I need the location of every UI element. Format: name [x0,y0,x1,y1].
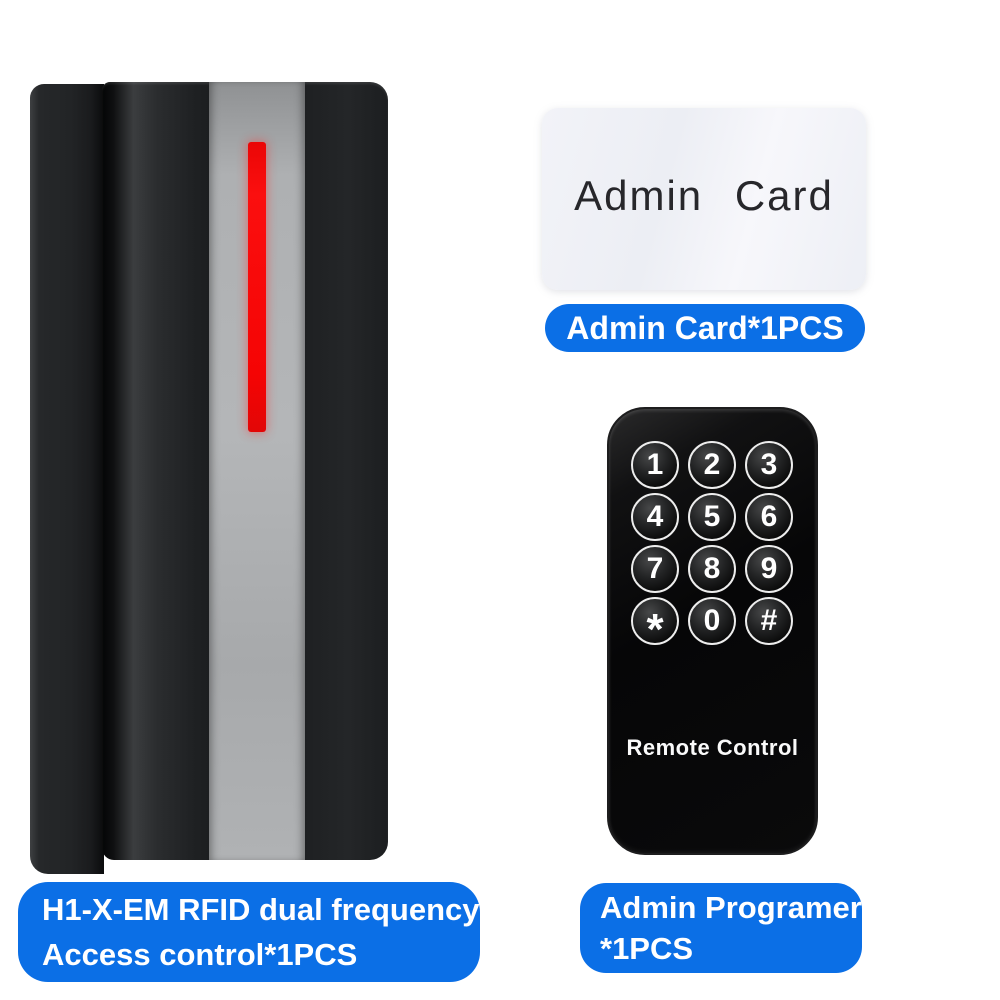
remote-keypad: 1 2 3 4 5 6 7 8 9 * 0 # [631,441,793,652]
remote-key-hash: # [745,597,793,645]
reader-card-swipe-stripe [209,82,305,860]
remote-key-5: 5 [688,493,736,541]
remote-control: 1 2 3 4 5 6 7 8 9 * 0 # Remote Control [607,407,818,855]
remote-brand-text: Remote Control [626,735,799,760]
remote-key-hash-glyph: # [760,604,778,637]
remote-key-1-glyph: 1 [646,448,664,481]
reader-label-line1: H1-X-EM RFID dual frequency [42,892,480,927]
remote-key-4-glyph: 4 [646,500,664,533]
remote-key-0: 0 [688,597,736,645]
remote-key-1: 1 [631,441,679,489]
remote-key-6: 6 [745,493,793,541]
remote-key-star: * [631,597,679,652]
remote-key-9-glyph: 9 [760,552,778,585]
reader-side-panel [30,84,104,874]
remote-key-2-glyph: 2 [703,448,721,481]
admin-card: Admin Card [542,108,866,290]
remote-key-9: 9 [745,545,793,593]
remote-key-8-glyph: 8 [703,552,721,585]
remote-label-line2: *1PCS [600,931,694,966]
remote-key-3-glyph: 3 [760,448,778,481]
reader-led-indicator [248,142,266,432]
remote-key-0-glyph: 0 [703,604,721,637]
remote-key-5-glyph: 5 [703,500,721,533]
admin-card-label: Admin Card*1PCS [545,304,865,352]
remote-key-7-glyph: 7 [646,552,664,585]
remote-key-2: 2 [688,441,736,489]
remote-key-star-glyph: * [646,605,664,654]
remote-key-3: 3 [745,441,793,489]
admin-card-print: Admin Card [574,172,834,219]
reader-label-line2: Access control*1PCS [42,937,358,972]
reader-label: H1-X-EM RFID dual frequency Access contr… [18,882,480,982]
remote-label-line1: Admin Programer [600,890,862,925]
rfid-reader-device [30,78,388,874]
remote-key-4: 4 [631,493,679,541]
reader-front-panel [102,82,388,860]
remote-key-8: 8 [688,545,736,593]
remote-label: Admin Programer *1PCS [580,883,862,973]
remote-key-7: 7 [631,545,679,593]
remote-key-6-glyph: 6 [760,500,778,533]
admin-card-label-text: Admin Card*1PCS [566,309,844,346]
